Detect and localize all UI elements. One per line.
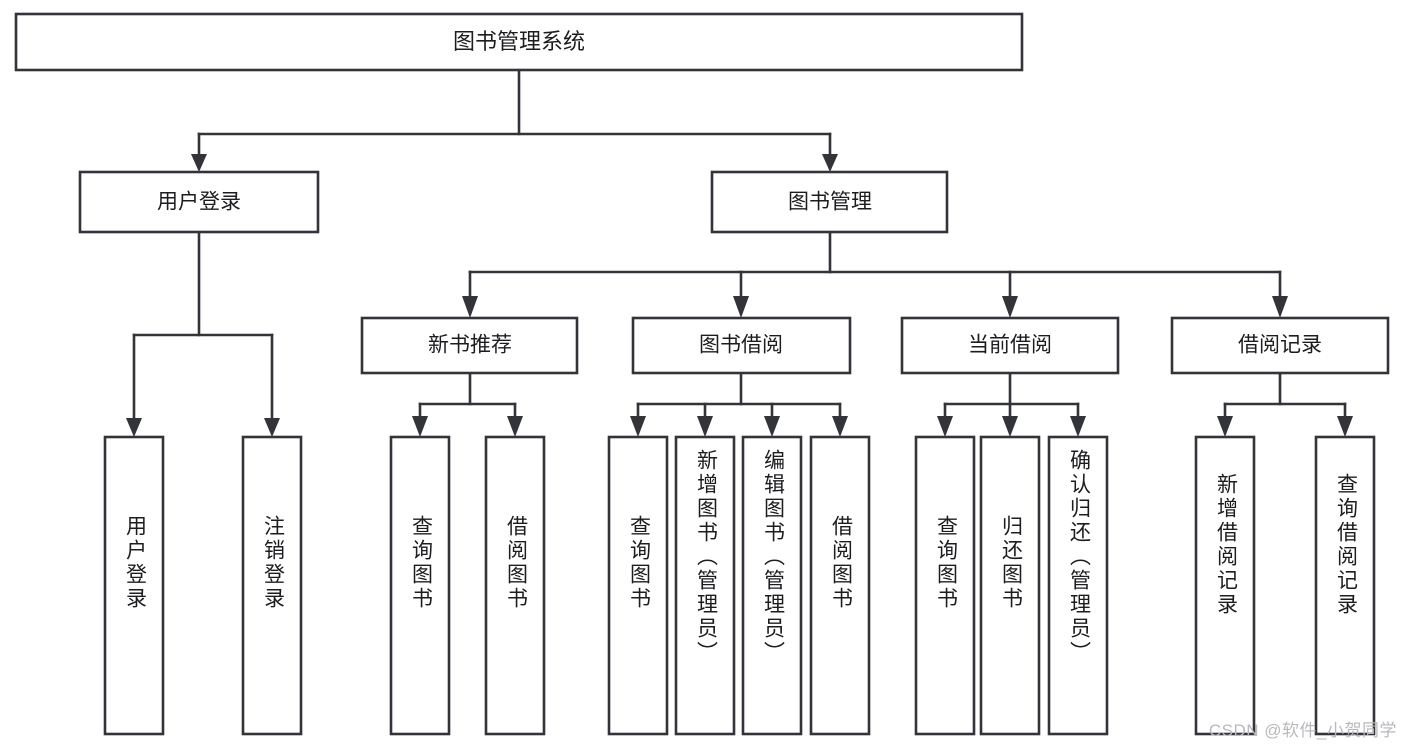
- node-current-borrow-label: 当前借阅: [968, 334, 1052, 357]
- node-current-borrow-box[interactable]: [900, 316, 1120, 375]
- arrow-currentborrow-leaf-2: [1002, 416, 1018, 437]
- arrow-borrowrecord-leaf-1: [1217, 416, 1233, 437]
- node-borrow-record[interactable]: 借阅记录: [1170, 316, 1390, 375]
- node-root-box[interactable]: [14, 12, 1024, 72]
- leaf-box-book-borrow-3[interactable]: [809, 435, 871, 736]
- leaf-box-group: [103, 435, 1376, 736]
- node-book-management-box[interactable]: [710, 170, 949, 234]
- node-root-label: 图书管理系统: [453, 29, 585, 54]
- node-new-book-recommend[interactable]: 新书推荐: [360, 316, 579, 375]
- node-book-borrow[interactable]: 图书借阅: [631, 316, 852, 375]
- node-book-management[interactable]: 图书管理: [710, 170, 949, 234]
- node-book-borrow-box[interactable]: [631, 316, 852, 375]
- arrow-to-current-borrow: [1002, 296, 1018, 318]
- leaf-box-current-borrow-2[interactable]: [1047, 435, 1109, 736]
- arrow-bookborrow-leaf-2: [697, 416, 713, 437]
- arrow-newbook-leaf-1: [412, 416, 428, 437]
- leaf-box-current-borrow-0[interactable]: [914, 435, 976, 736]
- node-user-login-label: 用户登录: [157, 191, 241, 214]
- arrow-to-new-book: [462, 296, 478, 318]
- arrow-currentborrow-leaf-1: [937, 416, 953, 437]
- watermark-text: CSDN @软件_小贺同学: [1208, 721, 1397, 740]
- node-current-borrow[interactable]: 当前借阅: [900, 316, 1120, 375]
- leaf-box-new-book-1[interactable]: [484, 435, 546, 736]
- arrow-bookborrow-leaf-1: [630, 416, 646, 437]
- leaf-box-current-borrow-1[interactable]: [979, 435, 1041, 736]
- arrow-userlogin-leaf-1: [126, 418, 142, 437]
- connector-group: [126, 68, 1353, 437]
- arrow-userlogin-leaf-2: [264, 418, 280, 437]
- arrow-newbook-leaf-2: [507, 416, 523, 437]
- leaf-box-book-borrow-0[interactable]: [607, 435, 669, 736]
- arrow-borrowrecord-leaf-2: [1337, 416, 1353, 437]
- leaf-box-book-borrow-1[interactable]: [674, 435, 736, 736]
- leaf-box-borrow-record-0[interactable]: [1194, 435, 1256, 736]
- node-new-book-recommend-label: 新书推荐: [428, 334, 512, 357]
- arrow-currentborrow-leaf-3: [1070, 416, 1086, 437]
- node-borrow-record-label: 借阅记录: [1238, 334, 1322, 357]
- arrow-to-borrow-record: [1272, 296, 1288, 318]
- node-root[interactable]: 图书管理系统: [14, 12, 1024, 72]
- leaf-box-user-login-0[interactable]: [103, 435, 165, 736]
- leaf-box-borrow-record-1[interactable]: [1314, 435, 1376, 736]
- arrow-bookborrow-leaf-4: [832, 416, 848, 437]
- arrow-to-user-login: [191, 154, 207, 172]
- leaf-box-book-borrow-2[interactable]: [741, 435, 803, 736]
- arrow-bookborrow-leaf-3: [764, 416, 780, 437]
- node-book-borrow-label: 图书借阅: [699, 334, 783, 357]
- node-user-login[interactable]: 用户登录: [78, 170, 320, 234]
- node-book-management-label: 图书管理: [788, 191, 872, 214]
- node-user-login-box[interactable]: [78, 170, 320, 234]
- leaf-box-user-login-1[interactable]: [241, 435, 303, 736]
- leaf-box-new-book-0[interactable]: [389, 435, 451, 736]
- arrow-to-book-borrow: [733, 296, 749, 318]
- node-new-book-recommend-box[interactable]: [360, 316, 579, 375]
- arrow-to-book-mgmt: [822, 154, 838, 172]
- node-borrow-record-box[interactable]: [1170, 316, 1390, 375]
